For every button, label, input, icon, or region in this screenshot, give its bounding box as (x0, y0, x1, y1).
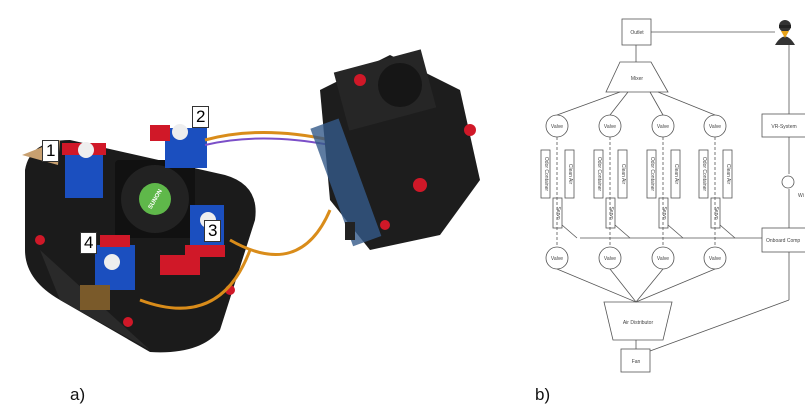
distributor-line (556, 268, 637, 303)
servo-label: Servo (555, 206, 561, 219)
marker-1: 1 (42, 140, 60, 162)
panel-b-label: b) (535, 385, 551, 404)
vr-system-label: VR-System (771, 124, 796, 130)
servo-control-line (614, 224, 631, 239)
distributor-line (609, 268, 637, 303)
odor-container-box (540, 149, 551, 199)
servo-1 (62, 142, 106, 198)
servo-box (710, 197, 721, 229)
valve-label: Valve (551, 256, 563, 262)
clean-air-box (722, 149, 733, 199)
servo-control-line (561, 224, 578, 239)
vr-system-box (761, 113, 805, 138)
servo-box (658, 197, 669, 229)
outlet-label: Outlet (630, 30, 644, 36)
distributor-line (635, 268, 664, 303)
servo-label: Servo (608, 206, 614, 219)
valve-to-mixer-line (609, 91, 629, 116)
odor-container-label: Odor Container (543, 157, 549, 192)
odor-container-label: Odor Container (701, 157, 707, 192)
valve-to-mixer-line (657, 91, 716, 116)
valve-label: Valve (709, 124, 721, 130)
odor-container-box (698, 149, 709, 199)
odor-container-label: Odor Container (596, 157, 602, 192)
servo-control-line (719, 224, 736, 239)
distributor-line (635, 268, 716, 303)
odor-container-label: Odor Container (649, 157, 655, 192)
valve-label: Valve (657, 256, 669, 262)
servo-label: Servo (661, 206, 667, 219)
servo-control-line (667, 224, 684, 239)
onboard-computer-box (761, 227, 805, 253)
valve-label: Valve (657, 124, 669, 130)
valve-label: Valve (604, 256, 616, 262)
servo-label: Servo (713, 206, 719, 219)
servo-box (605, 197, 616, 229)
air-distributor-box (603, 301, 673, 341)
wifi-icon (781, 175, 795, 189)
servo-4 (95, 235, 135, 290)
fan-label: Fan (632, 359, 641, 365)
system-diagram (540, 18, 805, 373)
wifi-label: Wi (798, 193, 804, 199)
clean-air-box (670, 149, 681, 199)
onboard-computer-label: Onboard Comp (766, 238, 800, 244)
valve-to-mixer-line (649, 91, 664, 116)
valve-label: Valve (709, 256, 721, 262)
fan-box (620, 348, 651, 373)
fan-sticker (139, 183, 171, 215)
valve-label: Valve (551, 124, 563, 130)
servo-box (552, 197, 563, 229)
clean-air-label: Clean Air (725, 164, 731, 185)
marker-2: 2 (192, 106, 210, 128)
clean-air-box (617, 149, 628, 199)
clean-air-label: Clean Air (620, 164, 626, 185)
mixer-label: Mixer (631, 76, 644, 82)
odor-container-box (646, 149, 657, 199)
panel-a-label: a) (70, 385, 86, 404)
marker-4: 4 (80, 232, 98, 254)
valve-to-mixer-line (556, 91, 621, 116)
marker-3: 3 (204, 220, 222, 242)
clean-air-label: Clean Air (567, 164, 573, 185)
device-photo: SUNON (22, 49, 480, 353)
odor-container-box (593, 149, 604, 199)
clean-air-box (564, 149, 575, 199)
air-distributor-label: Air Distributor (623, 320, 654, 326)
mixer-box (605, 61, 669, 93)
valve-label: Valve (604, 124, 616, 130)
spy-user-icon (775, 20, 795, 45)
clean-air-label: Clean Air (673, 164, 679, 185)
servo-2 (150, 124, 207, 168)
